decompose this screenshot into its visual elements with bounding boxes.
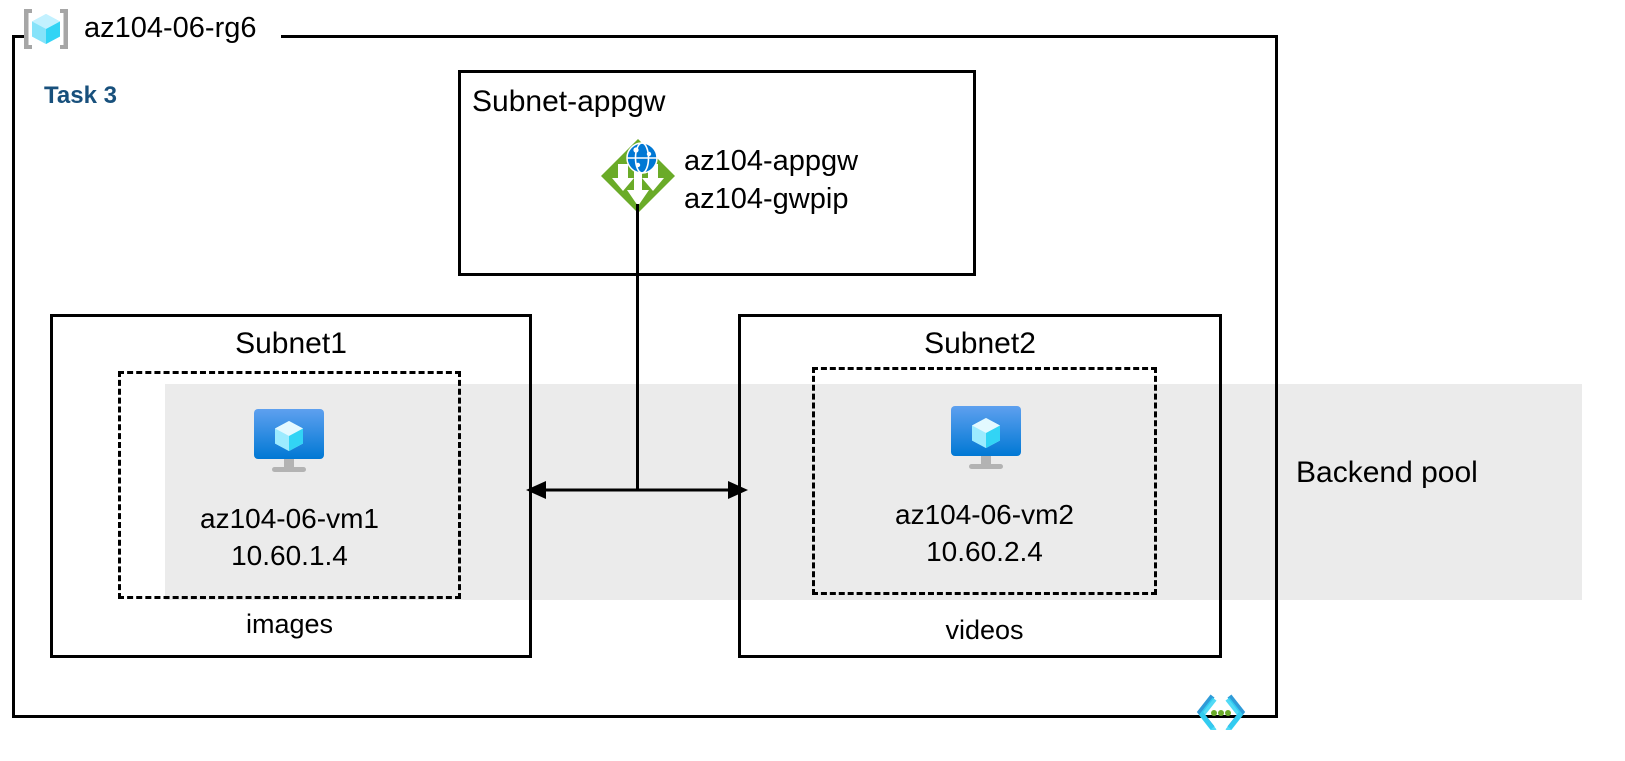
backend-pool-label: Backend pool <box>1296 456 1478 489</box>
vm2-name: az104-06-vm2 <box>895 499 1074 530</box>
subnet1-storage-caption: images <box>245 609 334 639</box>
appgw-name-line-1: az104-appgw <box>684 145 859 177</box>
resource-group-border-bottom <box>12 715 1278 718</box>
resource-group-border-right <box>1275 35 1278 718</box>
virtual-machine-icon <box>947 402 1025 474</box>
subnet-appgw-title: Subnet-appgw <box>472 85 666 118</box>
subnet2-box <box>738 314 1222 658</box>
resource-group-border-top-right <box>281 35 1278 38</box>
subnet1-title: Subnet1 <box>235 327 347 360</box>
backend-pool-band <box>165 384 1582 600</box>
subnet2-storage-caption: videos <box>945 615 1024 645</box>
virtual-machine-icon <box>250 405 328 477</box>
resource-group-border-top-left <box>12 35 24 38</box>
subnet1-box <box>50 314 532 658</box>
gateway-connector-line <box>636 204 639 490</box>
appgw-name-line-2: az104-gwpip <box>684 183 849 215</box>
vm1-name: az104-06-vm1 <box>200 503 379 534</box>
vm2-ip: 10.60.2.4 <box>926 536 1043 567</box>
vm-bus-double-arrow <box>524 472 750 508</box>
resource-group-cube-icon <box>20 6 72 52</box>
subnet1-vm-labels: az104-06-vm1 10.60.1.4 <box>118 500 461 574</box>
application-gateway-icon <box>598 136 678 216</box>
application-gateway-labels: az104-appgw az104-gwpip <box>684 142 858 218</box>
resource-group-title: az104-06-rg6 <box>84 12 257 44</box>
subnet-appgw-box <box>458 70 976 276</box>
code-brackets-icon <box>1196 694 1246 733</box>
resource-group-border-left <box>12 35 15 718</box>
subnet2-title: Subnet2 <box>924 327 1036 360</box>
subnet2-vm-dashed-box <box>812 367 1157 595</box>
vm1-ip: 10.60.1.4 <box>231 540 348 571</box>
task-label: Task 3 <box>44 82 117 109</box>
subnet1-vm-dashed-box <box>118 371 461 599</box>
subnet2-vm-labels: az104-06-vm2 10.60.2.4 <box>812 496 1157 570</box>
